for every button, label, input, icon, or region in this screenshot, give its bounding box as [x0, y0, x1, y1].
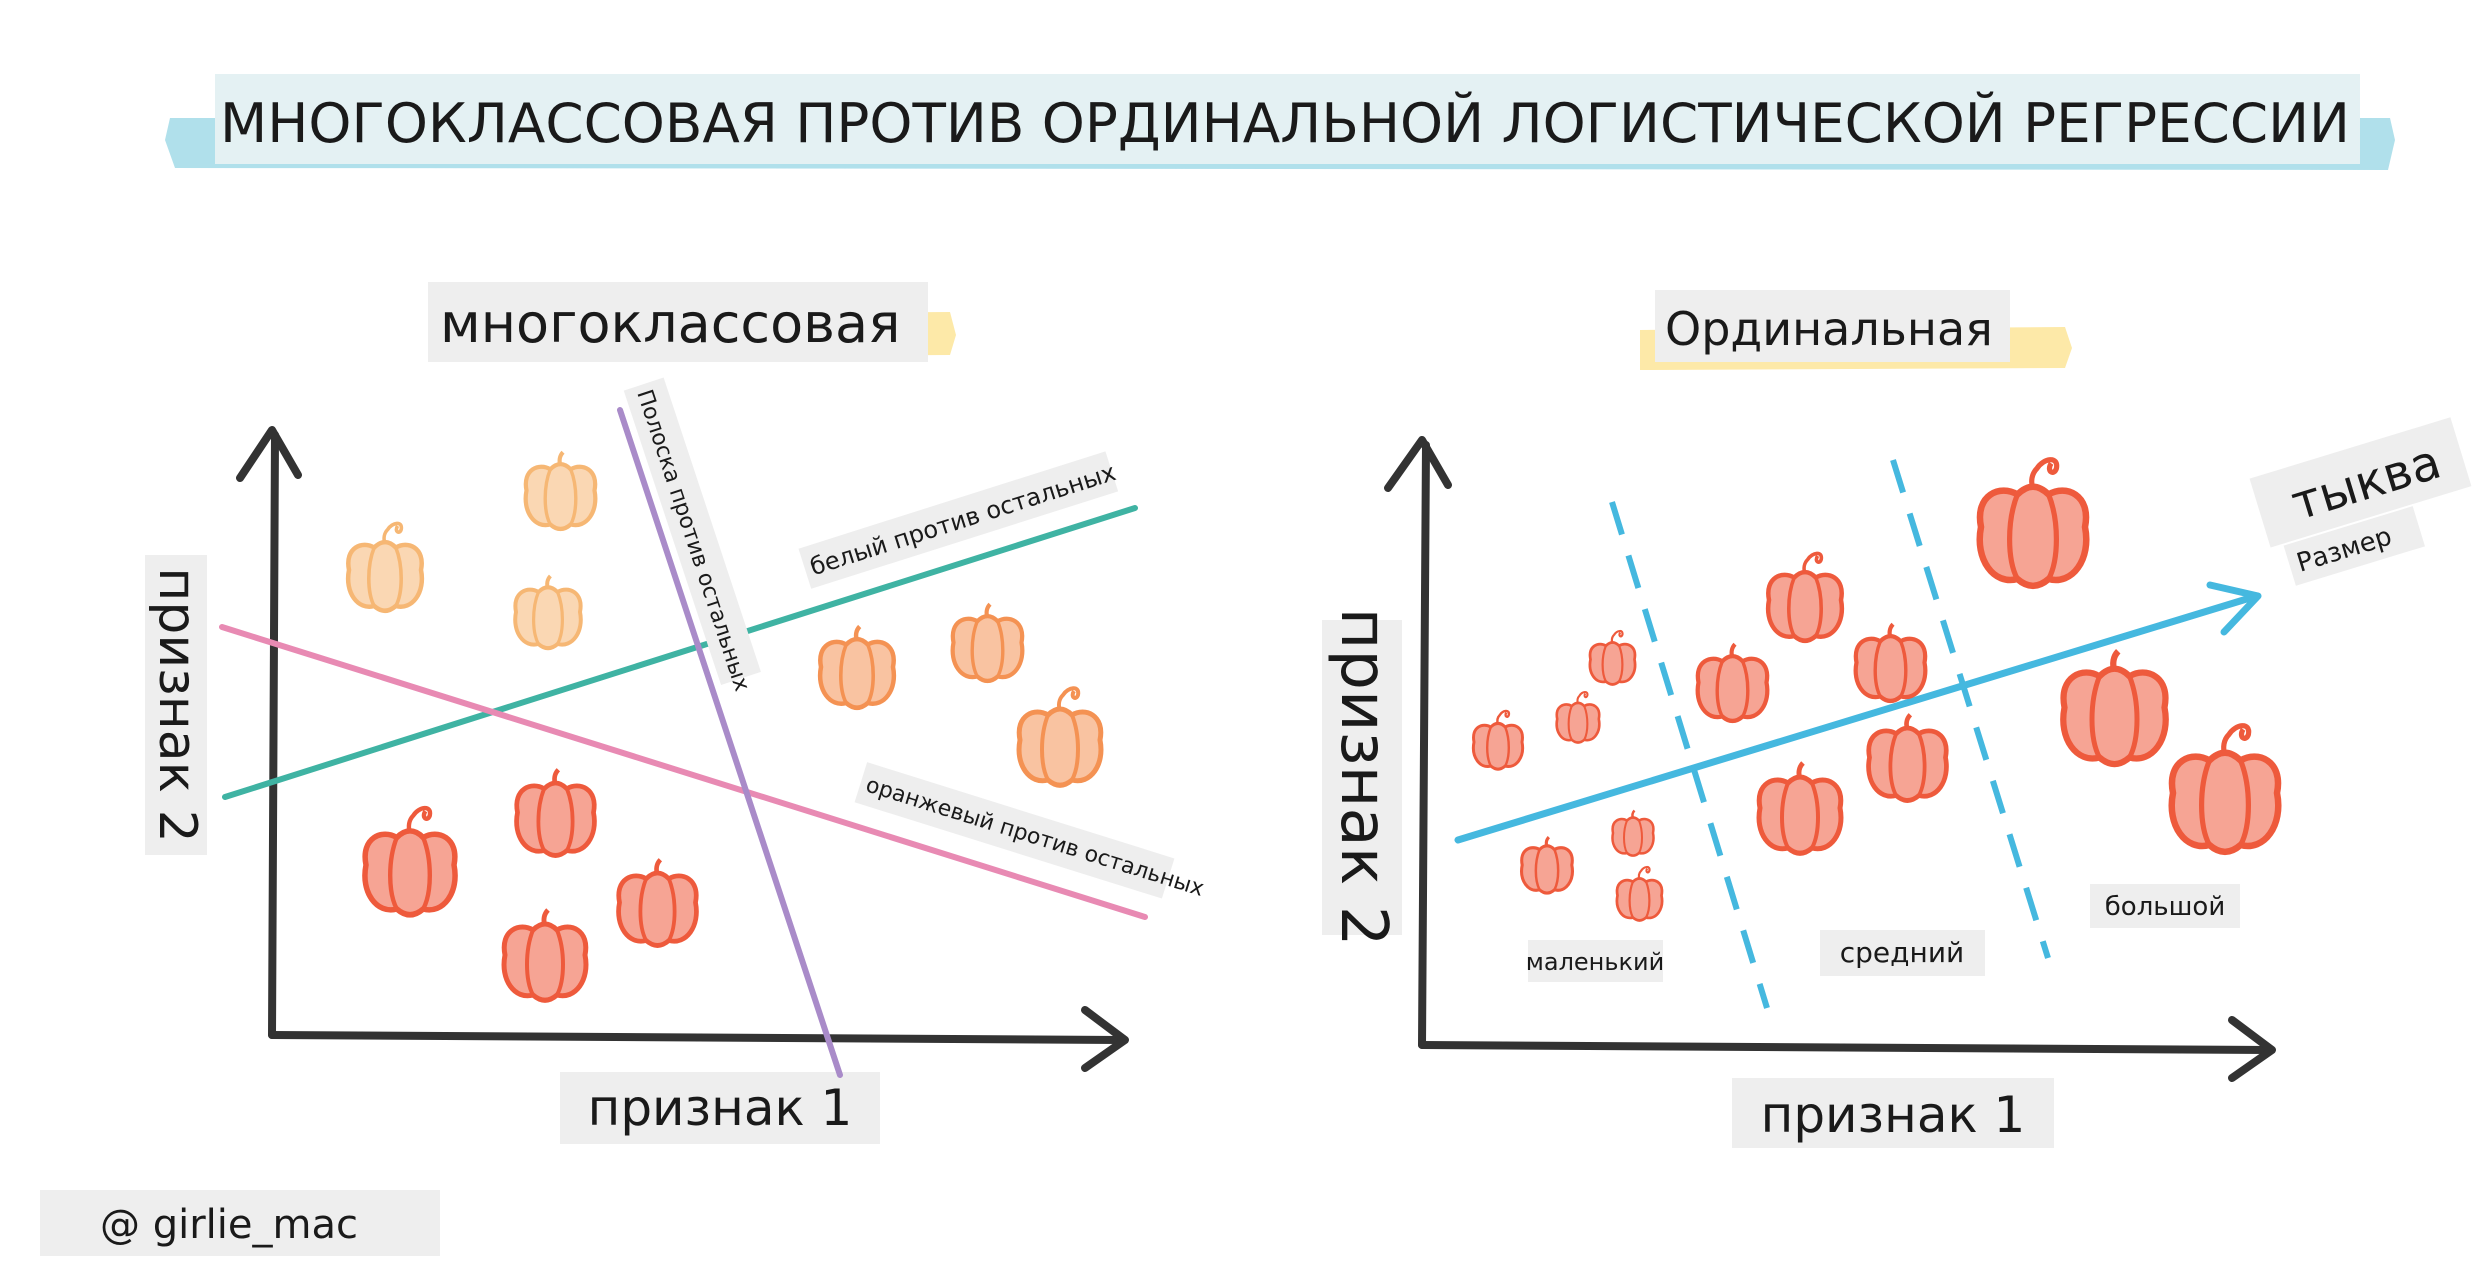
size-arrowhead	[2206, 581, 2262, 636]
striped-pumpkin	[504, 910, 586, 1000]
credit: @ girlie_mac	[100, 1202, 358, 1248]
class-large-label: большой	[2105, 892, 2225, 922]
orange-pumpkin	[820, 627, 894, 708]
large-pumpkin	[2172, 726, 2279, 852]
small-pumpkin	[1520, 835, 1574, 895]
ordinal-y-label: признак 2	[1326, 608, 1400, 947]
multiclass-x-arrowhead	[1081, 1006, 1129, 1072]
striped-line-label-bg	[623, 377, 761, 686]
size-label-bg	[2283, 506, 2425, 586]
pumpkin-size-label: тыква Размер	[2249, 417, 2472, 586]
title-group: МНОГОКЛАССОВАЯ ПРОТИВ ОРДИНАЛЬНОЙ ЛОГИСТ…	[165, 74, 2395, 170]
orange-line-label: оранжевый против остальных	[854, 762, 1207, 902]
ordinal-heading: Ординальная	[1665, 302, 1993, 356]
multiclass-heading: многоклассовая	[440, 292, 901, 355]
large-pumpkin	[2063, 651, 2165, 764]
ordinal-boundary-2	[1890, 459, 2051, 959]
class-large-label-bg	[2090, 884, 2240, 928]
medium-pumpkin	[1698, 644, 1768, 721]
orange-line-label-bg	[854, 762, 1175, 899]
white-pumpkin	[526, 452, 596, 529]
multiclass-x-label: признак 1	[588, 1079, 853, 1137]
striped-vs-rest-line	[617, 407, 843, 1078]
white-pumpkin	[513, 574, 583, 651]
small-pumpkin	[1588, 629, 1637, 686]
ordinal-x-label: признак 1	[1761, 1086, 2026, 1144]
credit-bg	[40, 1190, 440, 1256]
multiclass-y-arrowhead	[236, 426, 302, 482]
multiclass-x-label-bg	[560, 1072, 880, 1144]
medium-pumpkin	[1856, 624, 1926, 701]
ordinal-boundary-1	[1609, 501, 1770, 1009]
ordinal-y-axis	[1418, 441, 1430, 1049]
multiclass-y-axis	[268, 431, 279, 1039]
multiclass-x-axis	[268, 1031, 1124, 1044]
multiclass-heading-bg	[428, 282, 928, 362]
small-pumpkin	[1611, 809, 1655, 857]
class-small-label: маленький	[1526, 948, 1664, 976]
striped-pumpkin	[619, 860, 697, 946]
title-paper-bg	[215, 74, 2360, 164]
medium-pumpkin	[1768, 553, 1842, 640]
large-pumpkin	[1980, 460, 2087, 586]
ordinal-x-label-bg	[1732, 1078, 2054, 1148]
ordinal-y-arrowhead	[1384, 436, 1452, 492]
size-arrow	[1454, 594, 2254, 844]
small-pumpkin	[1471, 709, 1525, 771]
ordinal-panel: Ординальная признак 2 признак 1 тыква Ра…	[1322, 290, 2472, 1148]
medium-pumpkin	[1759, 763, 1841, 853]
orange-pumpkin	[1019, 688, 1101, 785]
class-medium-label: средний	[1840, 936, 1964, 969]
small-pumpkin	[1615, 865, 1664, 922]
ordinal-y-label-bg	[1322, 620, 1402, 935]
white-line-label-bg	[798, 451, 1119, 589]
striped-pumpkin	[365, 808, 455, 915]
medium-pumpkin	[1869, 715, 1947, 801]
white-pumpkin	[348, 523, 422, 610]
striped-pumpkin	[517, 770, 595, 856]
white-line-label: белый против остальных	[798, 451, 1119, 589]
multiclass-panel: многоклассовая признак 2 признак 1 Полос…	[145, 282, 1207, 1144]
white-vs-rest-line	[222, 505, 1138, 800]
class-medium-label-bg	[1820, 930, 1985, 976]
small-pumpkin	[1555, 690, 1601, 744]
ordinal-x-arrowhead	[2228, 1016, 2276, 1082]
ordinal-x-axis	[1418, 1041, 2274, 1054]
orange-pumpkin	[953, 604, 1023, 681]
ordinal-heading-bg	[1655, 290, 2010, 362]
pumpkin-label-bg	[2249, 417, 2472, 548]
page-title: МНОГОКЛАССОВАЯ ПРОТИВ ОРДИНАЛЬНОЙ ЛОГИСТ…	[220, 92, 2350, 155]
multiclass-y-label-bg	[145, 555, 207, 855]
multiclass-y-label: признак 2	[147, 567, 207, 842]
class-small-label-bg	[1528, 940, 1663, 982]
orange-vs-rest-line	[219, 624, 1148, 920]
